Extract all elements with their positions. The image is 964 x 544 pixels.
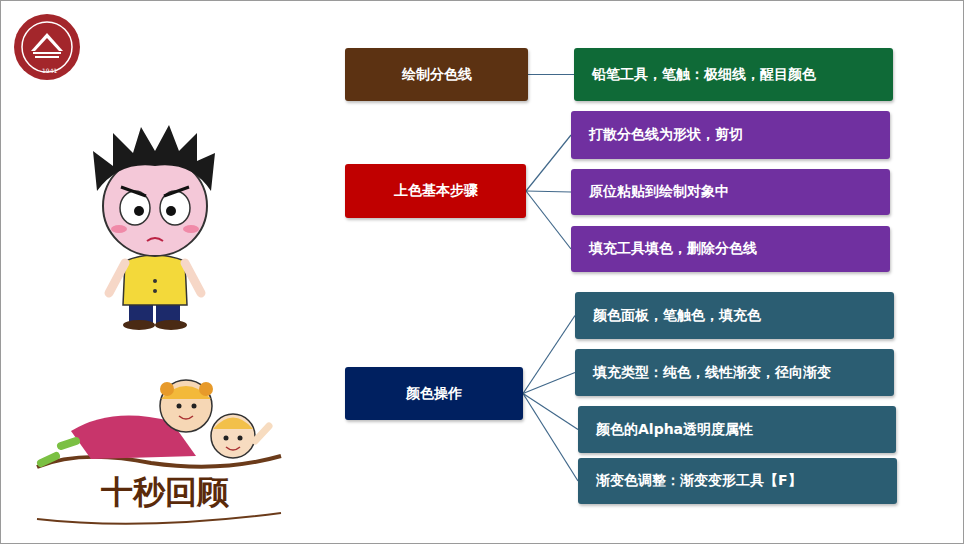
box-text: 铅笔工具，笔触：极细线，醒目颜色	[592, 66, 816, 84]
box-text: 颜色的Alpha透明度属性	[596, 421, 753, 439]
cartoon-boy	[93, 125, 215, 330]
detail-box: 铅笔工具，笔触：极细线，醒目颜色	[574, 48, 893, 101]
cartoon-kids	[37, 380, 281, 524]
connector	[526, 191, 571, 249]
box-text: 原位粘贴到绘制对象中	[589, 183, 729, 201]
detail-box: 打散分色线为形状，剪切	[571, 111, 890, 159]
box-text: 填充类型：纯色，线性渐变，径向渐变	[593, 364, 831, 382]
box-text: 颜色面板，笔触色，填充色	[593, 307, 761, 325]
topic-box: 绘制分色线	[345, 48, 528, 101]
box-text: 绘制分色线	[402, 66, 472, 84]
detail-box: 填充类型：纯色，线性渐变，径向渐变	[575, 349, 894, 396]
box-text: 上色基本步骤	[394, 182, 478, 200]
detail-box: 填充工具填色，删除分色线	[571, 226, 890, 272]
connector	[526, 135, 571, 191]
university-logo	[14, 14, 80, 80]
detail-box: 颜色的Alpha透明度属性	[578, 406, 896, 453]
section-title: 十秒回顾	[101, 471, 229, 515]
box-text: 填充工具填色，删除分色线	[589, 240, 757, 258]
detail-box: 原位粘贴到绘制对象中	[571, 169, 890, 215]
topic-box: 上色基本步骤	[345, 164, 526, 218]
detail-box: 渐变色调整：渐变变形工具【F】	[578, 458, 897, 504]
detail-box: 颜色面板，笔触色，填充色	[575, 292, 894, 339]
connector	[523, 373, 575, 394]
connector	[528, 74, 574, 75]
box-text: 打散分色线为形状，剪切	[589, 126, 743, 144]
logo-year: 1941	[42, 67, 57, 74]
connector	[526, 191, 571, 192]
box-text: 渐变色调整：渐变变形工具【F】	[596, 472, 802, 490]
box-text: 颜色操作	[406, 385, 462, 403]
topic-box: 颜色操作	[345, 367, 523, 420]
connector	[523, 394, 578, 430]
connector	[523, 394, 578, 482]
connector	[523, 316, 575, 394]
